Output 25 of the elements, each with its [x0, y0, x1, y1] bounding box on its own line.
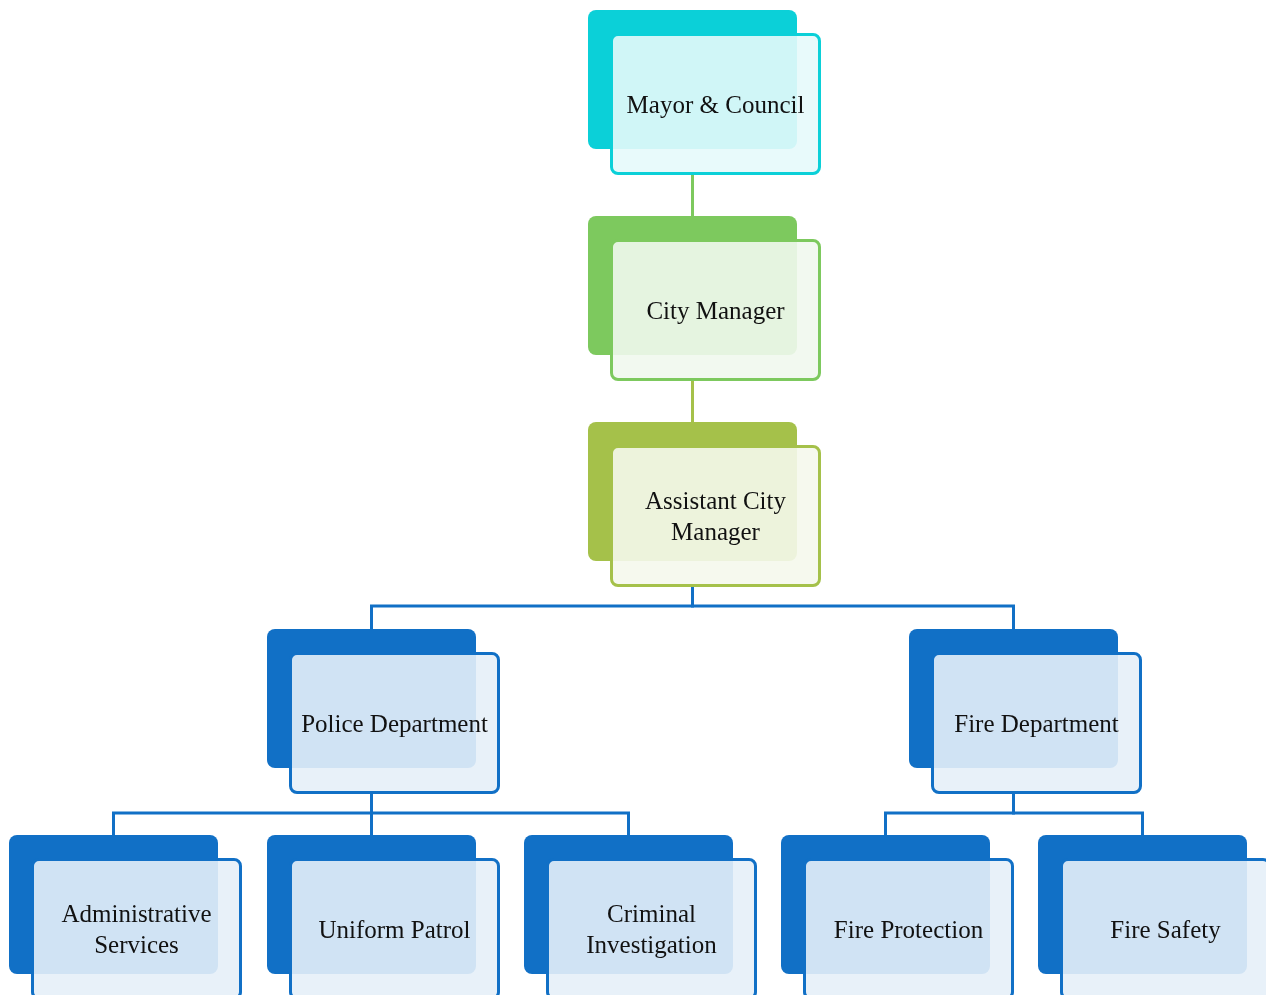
org-chart-box — [9, 835, 242, 995]
box-label: Assistant City Manager — [644, 486, 787, 547]
connector-line — [691, 381, 694, 422]
org-chart-box — [1038, 835, 1266, 995]
org-chart-box — [588, 10, 821, 175]
connector-line — [691, 175, 694, 216]
box-label: City Manager — [646, 295, 785, 326]
box-label: Fire Protection — [833, 914, 984, 945]
org-chart-box — [524, 835, 757, 995]
box-label: Fire Department — [954, 708, 1119, 739]
box-label: Criminal Investigation — [585, 899, 718, 960]
connector-line — [370, 794, 630, 835]
org-chart-box — [909, 629, 1142, 794]
box-label: Mayor & Council — [626, 89, 805, 120]
box-label: Uniform Patrol — [318, 914, 471, 945]
org-chart-box — [267, 835, 500, 995]
box-label: Administrative Services — [60, 899, 213, 960]
box-label: Fire Safety — [1110, 914, 1221, 945]
connector-line — [1012, 794, 1144, 835]
org-chart-box — [267, 629, 500, 794]
box-label: Police Department — [301, 708, 488, 739]
org-chart-box — [588, 216, 821, 381]
org-chart-box — [588, 422, 821, 587]
connector-line — [691, 587, 1015, 629]
org-chart-box — [781, 835, 1014, 995]
